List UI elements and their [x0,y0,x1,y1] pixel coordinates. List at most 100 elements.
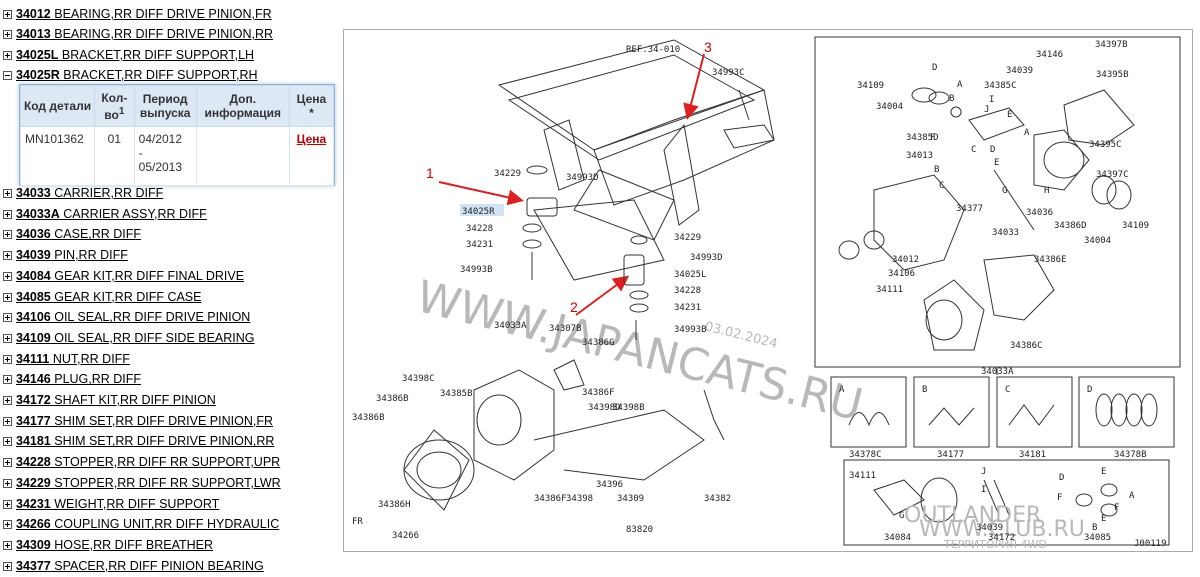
part-code[interactable]: 34084 [16,268,51,283]
part-name[interactable]: SHIM SET,RR DIFF DRIVE PINION,RR [50,434,275,449]
part-code[interactable]: 34013 [16,27,51,41]
list-item[interactable]: 34025L BRACKET,RR DIFF SUPPORT,LH [3,46,254,64]
expand-icon[interactable] [3,10,12,19]
list-item[interactable]: 34229 STOPPER,RR DIFF RR SUPPORT,LWR [3,474,281,492]
part-name[interactable]: GEAR KIT,RR DIFF FINAL DRIVE [50,268,245,283]
part-code[interactable]: 34025R [16,68,60,82]
col-header-code: Код детали [19,85,96,127]
part-code[interactable]: 34177 [16,413,51,428]
expand-icon[interactable] [3,561,12,571]
expand-icon[interactable] [3,458,12,468]
part-code[interactable]: 34228 [16,455,51,470]
list-item[interactable]: 34085 GEAR KIT,RR DIFF CASE [3,288,201,306]
part-code[interactable]: 34106 [16,310,51,325]
list-item[interactable]: 34172 SHAFT KIT,RR DIFF PINION [3,391,216,409]
expand-icon[interactable] [3,313,12,323]
expand-icon[interactable] [3,333,12,343]
callout-34025r[interactable]: 34025R [462,207,495,217]
list-item[interactable]: 34177 SHIM SET,RR DIFF DRIVE PINION,FR [3,412,273,430]
image-code: J00119 [1134,539,1167,549]
part-name[interactable]: PLUG,RR DIFF [50,372,142,387]
collapse-icon[interactable] [3,71,12,80]
part-code[interactable]: 34033 [16,186,51,200]
expand-icon[interactable] [3,396,12,405]
list-item[interactable]: 34181 SHIM SET,RR DIFF DRIVE PINION,RR [3,432,274,450]
part-name[interactable]: STOPPER,RR DIFF RR SUPPORT,UPR [50,455,281,470]
part-code[interactable]: 34012 [16,7,51,21]
letter-c2: C [939,181,944,191]
part-code[interactable]: 34266 [16,517,51,532]
price-link[interactable]: Цена [296,132,327,146]
part-code[interactable]: 34172 [16,393,51,407]
part-code[interactable]: 34377 [16,558,51,573]
list-item[interactable]: 34109 OIL SEAL,RR DIFF SIDE BEARING [3,329,255,347]
part-name[interactable]: CASE,RR DIFF [50,227,142,242]
list-item[interactable]: 34012 BEARING,RR DIFF DRIVE PINION,FR [3,5,272,23]
list-item[interactable]: 34377 SPACER,RR DIFF PINION BEARING [3,557,264,575]
callout-34181: 34181 [1019,450,1046,460]
list-item-expanded[interactable]: 34025R BRACKET,RR DIFF SUPPORT,RH [3,66,258,84]
list-item[interactable]: 34231 WEIGHT,RR DIFF SUPPORT [3,495,219,513]
expand-icon[interactable] [3,540,12,550]
part-name[interactable]: OIL SEAL,RR DIFF DRIVE PINION [50,310,251,325]
list-item[interactable]: 34111 NUT,RR DIFF [3,350,130,368]
list-item[interactable]: 34106 OIL SEAL,RR DIFF DRIVE PINION [3,308,250,326]
list-item[interactable]: 34228 STOPPER,RR DIFF RR SUPPORT,UPR [3,453,280,471]
part-name[interactable]: SPACER,RR DIFF PINION BEARING [50,558,264,573]
part-name[interactable]: PIN,RR DIFF [50,248,128,263]
expand-icon[interactable] [3,416,12,426]
expand-icon[interactable] [3,499,12,509]
expand-icon[interactable] [3,292,12,302]
part-name[interactable]: NUT,RR DIFF [49,351,130,366]
list-item[interactable]: 34146 PLUG,RR DIFF [3,370,141,388]
part-code[interactable]: 34085 [16,289,51,304]
part-name[interactable]: SHAFT KIT,RR DIFF PINION [50,393,216,407]
expand-icon[interactable] [3,354,12,364]
expand-icon[interactable] [3,478,12,488]
list-item[interactable]: 34013 BEARING,RR DIFF DRIVE PINION,RR [3,25,273,43]
expand-icon[interactable] [3,437,12,447]
list-item[interactable]: 34309 HOSE,RR DIFF BREATHER [3,536,213,554]
part-code[interactable]: 34033A [16,206,60,221]
expand-icon[interactable] [3,251,12,261]
part-name[interactable]: SHIM SET,RR DIFF DRIVE PINION,FR [50,413,274,428]
list-item[interactable]: 34266 COUPLING UNIT,RR DIFF HYDRAULIC [3,515,279,533]
expand-icon[interactable] [3,271,12,281]
callout-34033a: 34033A [494,321,527,331]
part-name[interactable]: HOSE,RR DIFF BREATHER [50,537,214,552]
part-name[interactable]: GEAR KIT,RR DIFF CASE [50,289,202,304]
part-name[interactable]: OIL SEAL,RR DIFF SIDE BEARING [50,330,255,345]
part-name[interactable]: BEARING,RR DIFF DRIVE PINION,FR [50,7,272,21]
part-name[interactable]: CARRIER,RR DIFF [50,186,164,200]
expand-icon[interactable] [3,520,12,530]
callout-34085: 34085 [1084,533,1111,543]
expand-icon[interactable] [3,230,12,240]
list-item[interactable]: 34039 PIN,RR DIFF [3,246,128,264]
part-name[interactable]: COUPLING UNIT,RR DIFF HYDRAULIC [50,517,280,532]
part-name[interactable]: BEARING,RR DIFF DRIVE PINION,RR [50,27,274,41]
expand-icon[interactable] [3,189,12,198]
part-name[interactable]: STOPPER,RR DIFF RR SUPPORT,LWR [50,475,281,490]
part-code[interactable]: 34111 [16,351,50,366]
part-name[interactable]: CARRIER ASSY,RR DIFF [59,206,207,221]
list-item[interactable]: 34033 CARRIER,RR DIFF [3,184,163,202]
part-name[interactable]: BRACKET,RR DIFF SUPPORT,LH [58,48,255,62]
part-code[interactable]: 34231 [16,496,51,511]
part-code[interactable]: 34025L [16,48,59,62]
part-code[interactable]: 34036 [16,227,51,242]
expand-icon[interactable] [3,375,12,385]
part-code[interactable]: 34229 [16,475,51,490]
part-code[interactable]: 34181 [16,434,51,449]
part-code[interactable]: 34039 [16,248,51,263]
list-item[interactable]: 34036 CASE,RR DIFF [3,225,141,243]
expand-icon[interactable] [3,51,12,60]
list-item[interactable]: 34084 GEAR KIT,RR DIFF FINAL DRIVE [3,267,244,285]
expand-icon[interactable] [3,30,12,39]
list-item[interactable]: 34033A CARRIER ASSY,RR DIFF [3,205,207,223]
part-code[interactable]: 34109 [16,330,51,345]
part-code[interactable]: 34146 [16,372,51,387]
part-name[interactable]: BRACKET,RR DIFF SUPPORT,RH [59,68,258,82]
part-name[interactable]: WEIGHT,RR DIFF SUPPORT [50,496,220,511]
expand-icon[interactable] [3,209,12,219]
part-code[interactable]: 34309 [16,537,51,552]
